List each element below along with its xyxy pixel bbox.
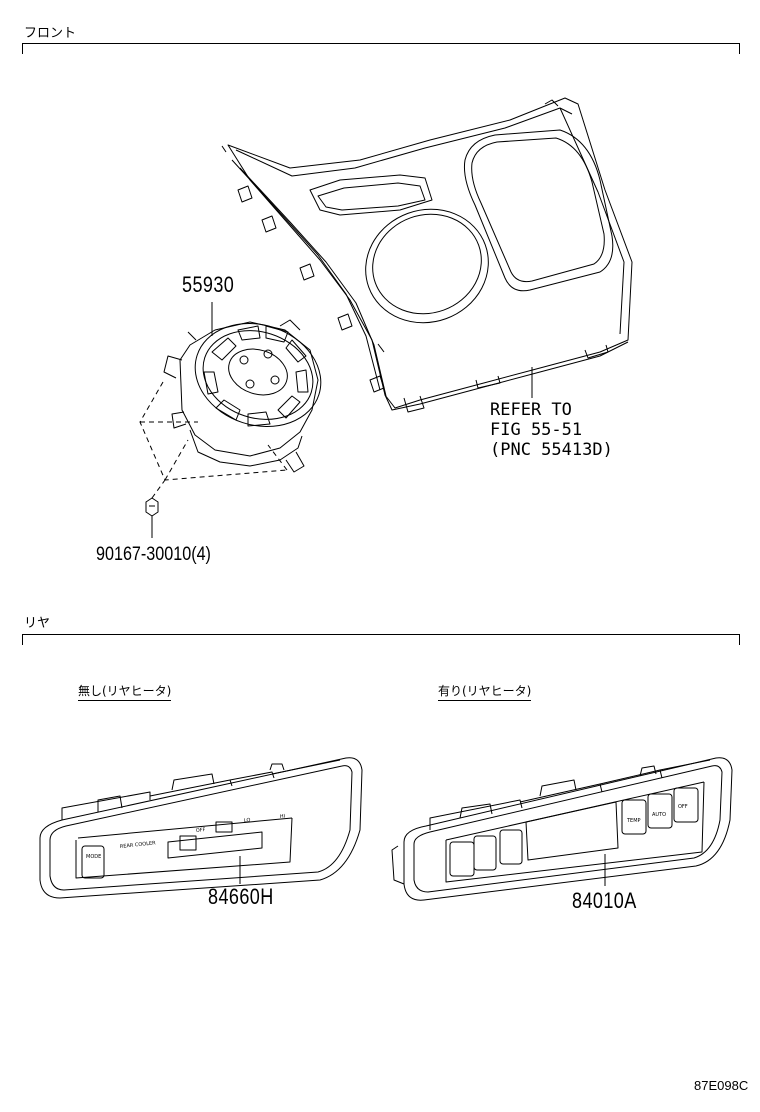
section-bracket-rear	[22, 634, 740, 645]
reference-line-3: (PNC 55413D)	[490, 440, 613, 460]
panel-label-auto: AUTO	[652, 812, 666, 818]
panel-label-rear-cooler: REAR COOLER	[120, 840, 157, 850]
part-number-control-unit: 55930	[182, 272, 235, 297]
figure-code: 87E098C	[694, 1078, 749, 1093]
section-label-rear: リヤ	[24, 616, 51, 631]
control-unit-drawing	[163, 319, 322, 473]
variant-label-with-heater: 有り(リヤヒータ)	[438, 682, 532, 701]
console-panel-drawing	[221, 97, 633, 413]
panel-label-off: OFF	[196, 827, 206, 834]
variant-label-without-heater: 無し(リヤヒータ)	[78, 682, 172, 701]
rear-panel-with-drawing	[391, 757, 733, 901]
panel-label-temp: TEMP	[626, 818, 641, 824]
part-number-screw: 90167-30010(4)	[96, 544, 211, 565]
section-label-front: フロント	[24, 26, 77, 41]
part-number-panel-with: 84010A	[572, 888, 637, 913]
screw-drawing	[145, 497, 159, 517]
panel-label-off-small: OFF	[678, 804, 688, 810]
rear-panel-without-drawing	[39, 757, 363, 899]
part-number-panel-without: 84660H	[208, 884, 274, 909]
panel-label-hi: HI	[280, 813, 286, 820]
reference-line-2: FIG 55-51	[490, 420, 583, 440]
mounting-dash-lines	[139, 381, 288, 499]
panel-label-lo: LO	[244, 817, 251, 824]
section-bracket-front	[22, 43, 740, 54]
reference-line-1: REFER TO	[490, 400, 572, 420]
panel-label-mode: MODE	[86, 854, 101, 860]
